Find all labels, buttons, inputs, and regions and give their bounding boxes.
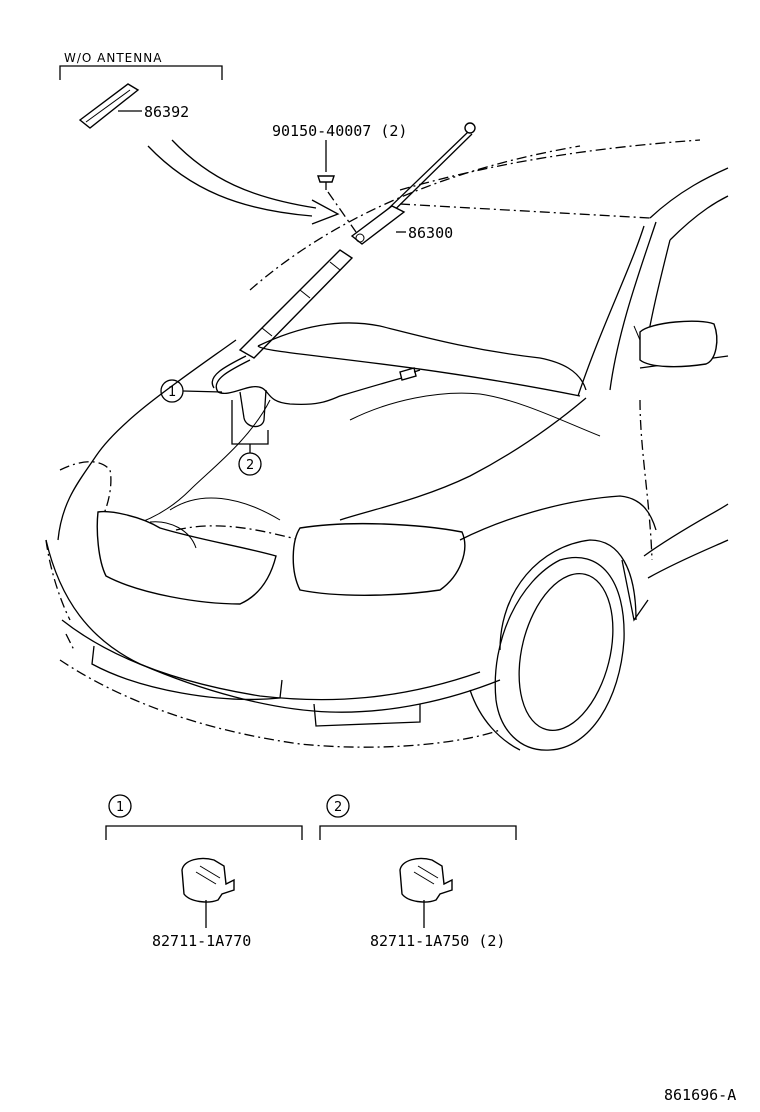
callout-2-on-car: 2 (231, 400, 269, 476)
arrow-head (311, 199, 340, 225)
wire-clamp-2-icon[interactable] (399, 857, 453, 903)
bumper-lower (59, 659, 501, 748)
clamp-2-part-number[interactable]: 82711-1A750 (2) (370, 932, 505, 950)
antenna-cable[interactable] (215, 359, 403, 406)
detail-2-bracket (319, 825, 517, 840)
detail-2-number[interactable]: 2 (334, 800, 342, 815)
cable-connector (399, 367, 417, 381)
antenna-assembly: 86300 (211, 122, 476, 428)
screw-part-number[interactable]: 90150-40007 (2) (272, 122, 407, 140)
side-mirror (639, 320, 718, 368)
antenna-base[interactable] (350, 205, 406, 245)
wo-antenna-label: W/O ANTENNA (64, 51, 162, 65)
wire-clamp-1-icon[interactable] (181, 857, 235, 903)
cable-clip-loop (239, 389, 267, 428)
diagram-id: 861696-A (664, 1086, 736, 1104)
antenna-part-number[interactable]: 86300 (408, 224, 453, 242)
antenna-feeder-body (238, 249, 354, 359)
cowl-line (257, 322, 587, 391)
screw-group: 90150-40007 (2) (272, 122, 407, 233)
front-grille (96, 510, 277, 605)
hood-crease-right (349, 392, 601, 437)
callout-2-number[interactable]: 2 (246, 458, 254, 473)
detail-1-bracket (105, 825, 303, 840)
callout-1-number[interactable]: 1 (168, 385, 176, 400)
wheel-rim (518, 572, 614, 732)
screw-icon[interactable] (317, 175, 335, 183)
side-window-top (669, 195, 729, 241)
arrow-lower-edge (147, 145, 313, 217)
roof-front-edge (249, 145, 581, 291)
fog-lamp-recess (313, 703, 421, 727)
cover-part-number[interactable]: 86392 (144, 103, 189, 121)
arrow-upper-edge (171, 139, 317, 209)
callout-2-bracket (231, 400, 269, 445)
car-body-outline (45, 139, 729, 751)
hood-crease-left (129, 399, 271, 527)
bumper-upper (45, 539, 501, 713)
clamp-1-detail: 1 82711-1A770 (105, 794, 303, 950)
a-pillar-right (577, 225, 645, 397)
hood-left-edge (57, 339, 237, 541)
wheel-arch (499, 539, 637, 651)
door-front-edge (639, 399, 653, 561)
hood-front-right (339, 397, 587, 521)
windshield-top-line (399, 203, 651, 219)
bumper-mid (61, 619, 481, 701)
wo-antenna-bracket (59, 65, 223, 80)
screw-install-path (327, 191, 357, 233)
wo-antenna-inset: W/O ANTENNA 86392 (59, 51, 340, 225)
headlight-right (292, 522, 466, 596)
rocker-line (647, 539, 729, 579)
roof-right-line (649, 167, 729, 219)
fender-top (459, 495, 657, 541)
detail-1-number[interactable]: 1 (116, 800, 124, 815)
bumper-intake (91, 645, 283, 701)
detail-1-circle (108, 794, 132, 818)
front-wheel (494, 556, 625, 751)
antenna-tip (464, 122, 476, 134)
detail-2-circle (326, 794, 350, 818)
callout-1-on-car: 1 (160, 379, 223, 403)
clamp-1-part-number[interactable]: 82711-1A770 (152, 932, 251, 950)
clamp-2-detail: 2 82711-1A750 (2) (319, 794, 517, 950)
